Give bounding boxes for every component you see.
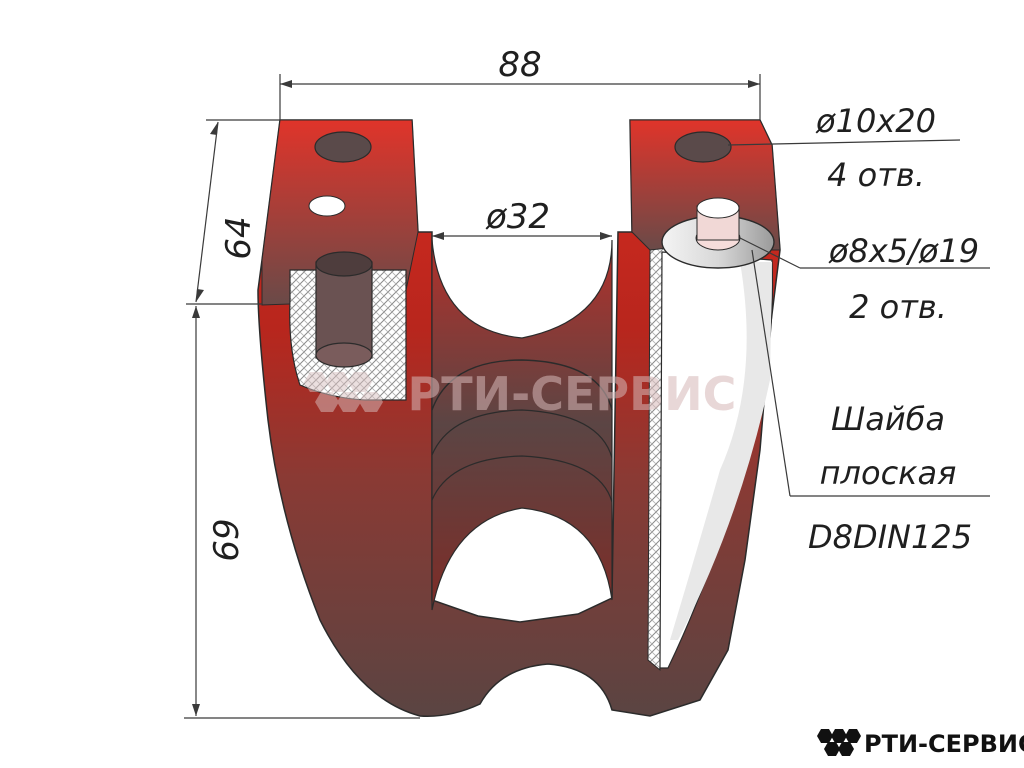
slot-groove-2: [431, 409, 613, 459]
center-slot: [431, 239, 613, 611]
dimension-lines: [184, 74, 761, 719]
rubber-support-part: [257, 119, 781, 717]
dim-height-top: 64: [219, 216, 259, 259]
washer-line3: D8DIN125: [808, 518, 972, 556]
holes-large-size: ø10x20: [815, 102, 936, 140]
top-hole-left: [314, 131, 372, 163]
slot-groove-1: [431, 359, 613, 411]
washer-line2: плоская: [820, 454, 957, 492]
dim-height-bottom: 69: [207, 518, 247, 561]
top-hole-right: [674, 131, 732, 163]
watermark: РТИ-СЕРВИС: [304, 367, 736, 421]
logo-text: РТИ-СЕРВИС: [864, 730, 1024, 758]
left-bolt-sleeve-top: [315, 251, 373, 277]
right-inner-shade: [670, 262, 772, 640]
holes-large-count: 4 отв.: [827, 156, 925, 194]
brand-logo: РТИ-СЕРВИС: [817, 729, 1024, 758]
watermark-text: РТИ-СЕРВИС: [408, 367, 737, 421]
small-hole-left: [308, 195, 346, 217]
dim-width-overall: 88: [498, 45, 541, 85]
holes-small-count: 2 отв.: [849, 288, 947, 326]
right-bolt-sleeve-top: [696, 197, 740, 219]
dimension-labels: 88 ø32 64 69: [207, 45, 550, 562]
slot-groove-3: [431, 455, 613, 503]
left-bolt-sleeve-bottom: [315, 342, 373, 368]
logo-hex-icon: [817, 729, 861, 756]
dim-slot-diameter: ø32: [485, 197, 550, 237]
callout-labels: ø10x20 4 отв. ø8x5/ø19 2 отв. Шайба плос…: [808, 102, 979, 556]
washer-line1: Шайба: [831, 400, 945, 438]
callout-leaders: [727, 139, 990, 497]
watermark-hex-icon: [304, 372, 383, 412]
holes-small-size: ø8x5/ø19: [828, 232, 979, 270]
